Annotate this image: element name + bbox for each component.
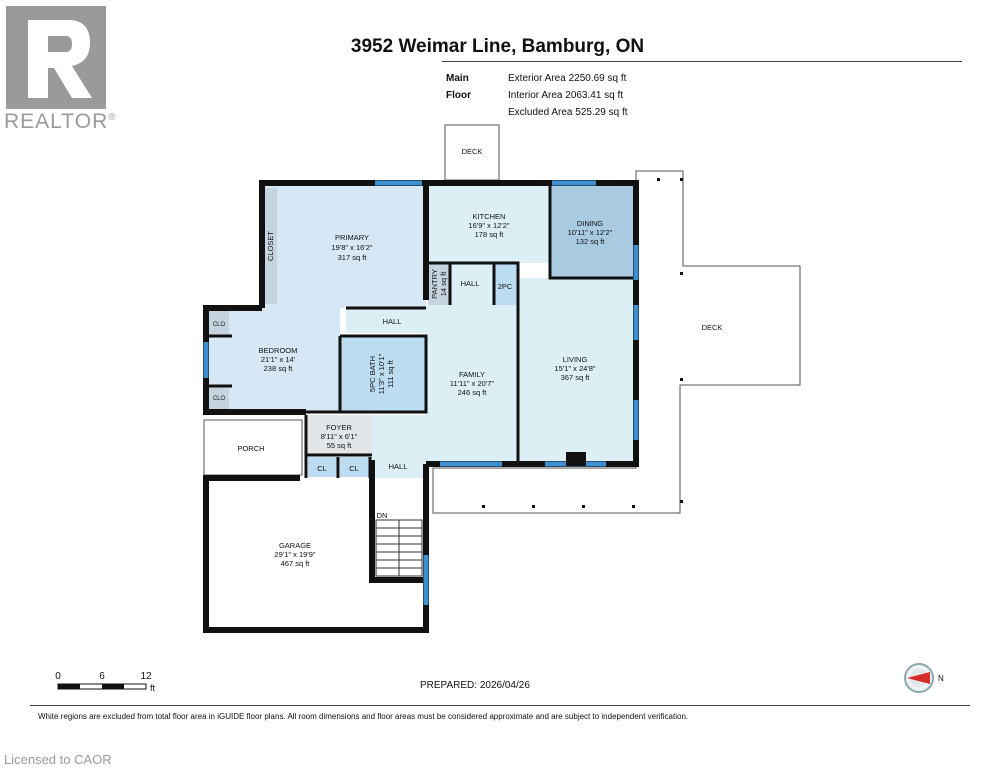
realtor-r-icon — [6, 6, 106, 109]
fireplace — [566, 452, 586, 466]
porch-label: PORCH — [237, 444, 264, 453]
living-area: 367 sq ft — [561, 373, 591, 382]
dining-dims: 10'11" x 12'2" — [568, 228, 613, 237]
pantry-name: PANTRY — [430, 269, 439, 299]
garage-dims: 29'1" x 19'9" — [274, 550, 315, 559]
kitchen-name: KITCHEN — [473, 212, 506, 221]
bath-dims: 11'3" x 10'1" — [377, 353, 386, 394]
clo-bottom-label: CLO — [213, 396, 226, 402]
cl-right-label: CL — [349, 464, 359, 473]
room-hall-mid — [346, 308, 426, 333]
kitchen-area: 178 sq ft — [475, 230, 505, 239]
garage-area: 467 sq ft — [281, 559, 311, 568]
page-title: 3952 Weimar Line, Bamburg, ON — [350, 36, 645, 57]
two-pc-label: 2PC — [498, 282, 513, 291]
room-clo-top — [209, 311, 229, 335]
bedroom-name: BEDROOM — [259, 346, 298, 355]
room-hall-kitchen — [450, 263, 494, 305]
foyer-dims: 8'11" x 6'1" — [321, 432, 358, 441]
brand-mark: ® — [108, 112, 117, 123]
room-clo-bottom — [209, 386, 229, 410]
foyer-area: 55 sq ft — [327, 441, 353, 450]
header-divider — [442, 61, 962, 62]
scale-unit: ft — [150, 683, 156, 693]
bath-name: 5PC BATH — [368, 356, 377, 392]
hall-kitchen-label: HALL — [461, 279, 480, 288]
room-porch — [203, 419, 303, 476]
living-name: LIVING — [563, 355, 588, 364]
exterior-area: Exterior Area 2250.69 sq ft — [508, 73, 627, 84]
room-dining — [550, 183, 634, 278]
hall-mid-label: HALL — [383, 317, 402, 326]
garage-name: GARAGE — [279, 541, 311, 550]
compass-icon: N — [904, 663, 944, 693]
realtor-wordmark: REALTOR® — [4, 110, 117, 134]
room-primary — [262, 183, 426, 308]
license-text: Licensed to CAOR — [4, 752, 112, 767]
scale-bar: 0 6 12 ft — [55, 671, 155, 693]
floor-label: Main Floor — [446, 73, 471, 101]
stairs-label: DN — [377, 511, 388, 520]
deck-top-label: DECK — [462, 147, 483, 156]
excluded-area: Excluded Area 525.29 sq ft — [508, 107, 628, 118]
windows — [203, 180, 639, 605]
family-name: FAMILY — [459, 370, 485, 379]
deck-right-label: DECK — [702, 323, 723, 332]
cl-left-label: CL — [317, 464, 327, 473]
bath-area: 111 sq ft — [386, 359, 395, 388]
living-dims: 15'1" x 24'8" — [554, 364, 595, 373]
dining-name: DINING — [577, 219, 603, 228]
bedroom-dims: 21'1" x 14' — [261, 355, 296, 364]
room-garage — [206, 478, 426, 628]
family-dims: 11'11" x 20'7" — [450, 379, 495, 388]
kitchen-dims: 16'9" x 12'2" — [468, 221, 509, 230]
stairs-treads — [375, 519, 423, 577]
bedroom-area: 238 sq ft — [264, 364, 294, 373]
primary-name: PRIMARY — [335, 233, 369, 242]
deck-right — [432, 170, 801, 514]
compass-n: N — [938, 674, 944, 683]
prepared-date: PREPARED: 2026/04/26 — [420, 680, 530, 691]
pantry-area: 14 sq ft — [439, 271, 448, 297]
brand-name: REALTOR — [4, 110, 109, 133]
scale-tick-6: 6 — [99, 671, 105, 682]
room-family — [426, 305, 518, 464]
primary-dims: 19'8" x 16'2" — [331, 243, 372, 252]
footer-note: White regions are excluded from total fl… — [38, 712, 689, 721]
room-cl-right — [340, 457, 370, 477]
room-pantry — [428, 263, 450, 305]
room-cl-left — [308, 457, 338, 477]
room-closet — [263, 188, 277, 304]
primary-area: 317 sq ft — [338, 253, 368, 262]
realtor-logo — [6, 6, 106, 109]
dining-area: 132 sq ft — [576, 237, 606, 246]
foyer-name: FOYER — [326, 423, 352, 432]
deck-posts — [482, 178, 683, 508]
room-foyer — [306, 415, 372, 455]
scale-tick-12: 12 — [140, 671, 152, 682]
hall-lower-label: HALL — [389, 462, 408, 471]
scale-tick-0: 0 — [55, 671, 61, 682]
room-living — [518, 278, 634, 464]
room-kitchen — [426, 183, 550, 263]
interior-area: Interior Area 2063.41 sq ft — [508, 90, 624, 101]
clo-top-label: CLO — [213, 322, 226, 328]
interior-walls — [206, 183, 634, 478]
room-2pc — [494, 263, 518, 305]
room-bath — [340, 336, 426, 412]
closet-label: CLOSET — [266, 231, 275, 261]
footer-divider — [30, 705, 970, 706]
family-area: 246 sq ft — [458, 388, 488, 397]
